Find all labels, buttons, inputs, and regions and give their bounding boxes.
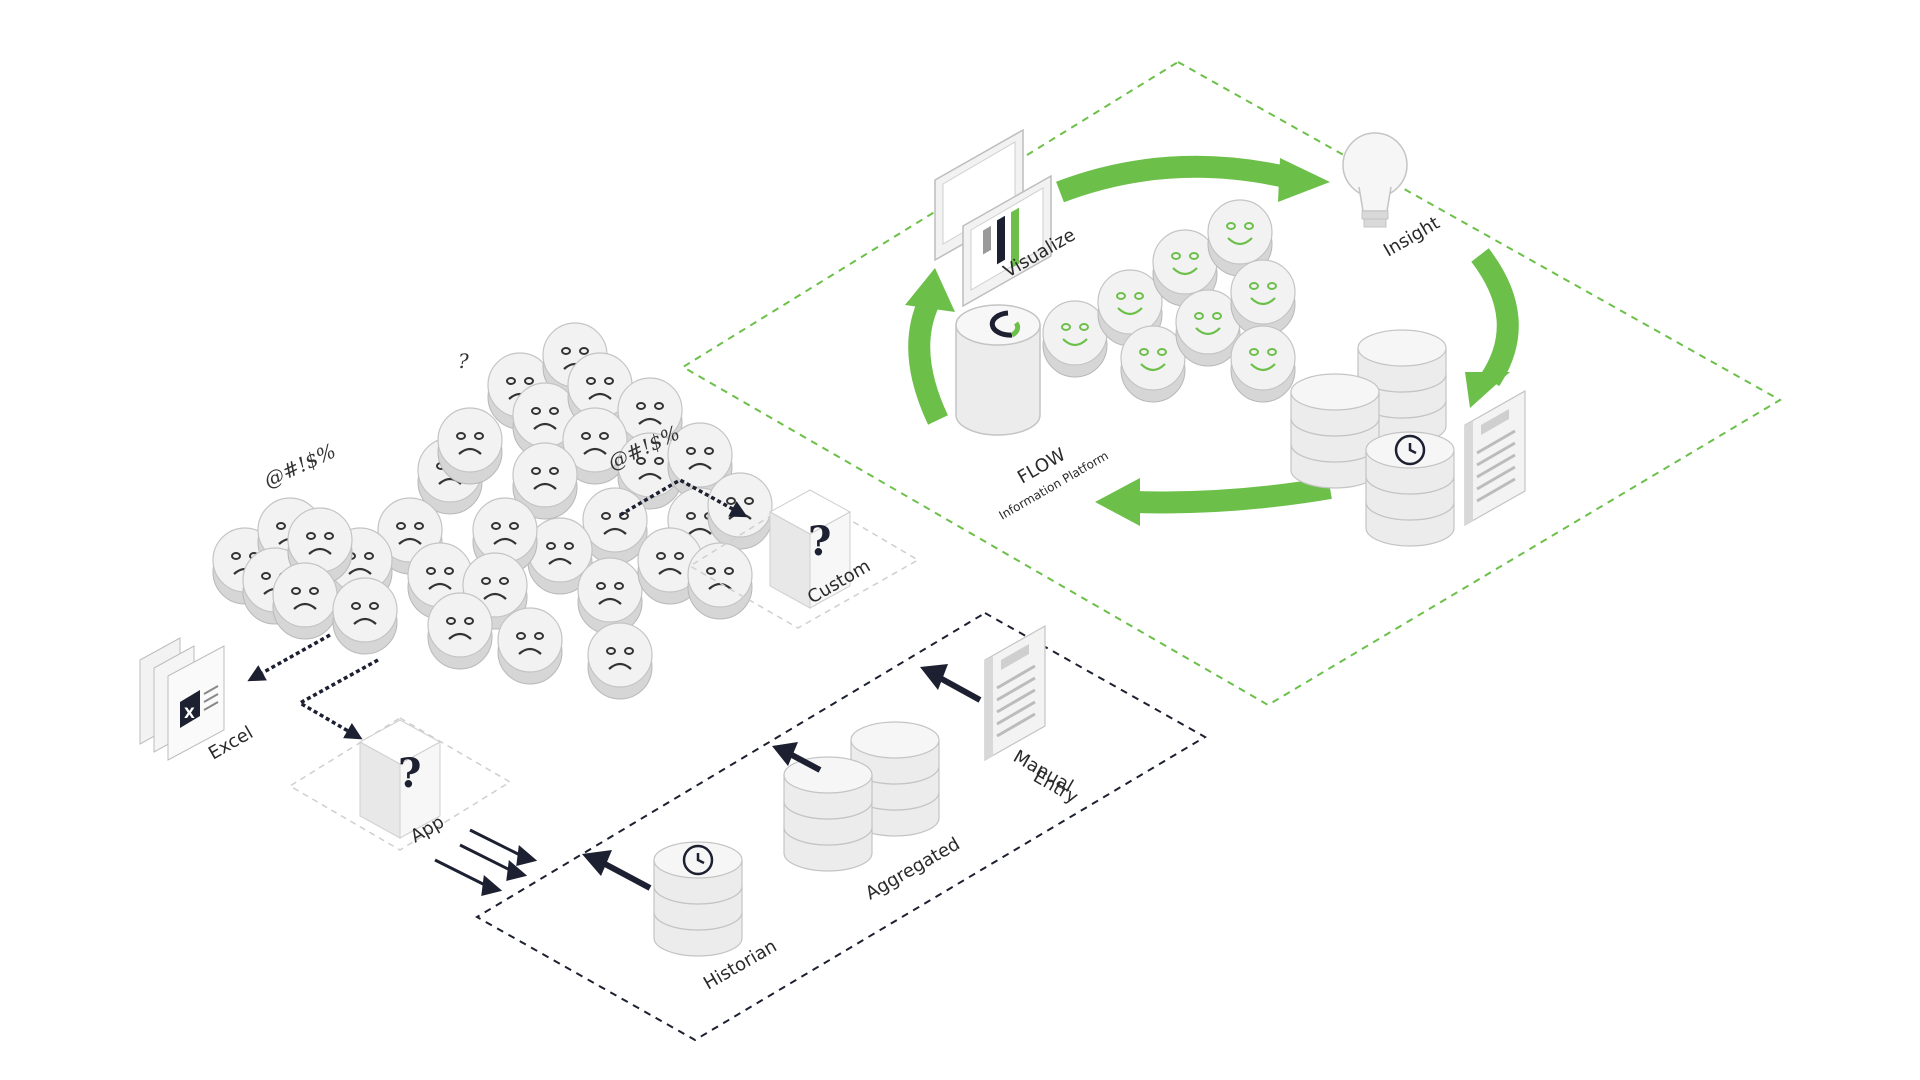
insight-label: Insight xyxy=(1380,213,1443,262)
happy-face-icon xyxy=(1121,326,1185,402)
sad-faces-cluster xyxy=(213,323,772,699)
data-sources-region xyxy=(475,611,1207,1042)
happy-face-icon xyxy=(1176,290,1240,366)
database-stack-icon xyxy=(1291,330,1454,546)
sad-face-icon xyxy=(588,623,652,699)
happy-faces-cluster xyxy=(1043,200,1295,402)
app-region xyxy=(288,717,512,851)
happy-face-icon xyxy=(1231,260,1295,336)
happy-face-icon xyxy=(1231,326,1295,402)
aggregated-database-icon xyxy=(784,722,939,871)
aggregated-label: Aggregated xyxy=(862,834,964,905)
sad-face-icon xyxy=(428,593,492,669)
sad-face-icon xyxy=(578,558,642,634)
sad-face-icon xyxy=(583,488,647,564)
manual-entry-document-icon xyxy=(983,624,1047,762)
cycle-arrows xyxy=(905,155,1519,526)
svg-text:X: X xyxy=(184,706,195,722)
historian-database-icon xyxy=(654,842,742,956)
manual-entry-arrow xyxy=(920,664,982,703)
question-mark-label: ? xyxy=(458,349,469,373)
happy-face-icon xyxy=(1043,301,1107,377)
sad-face-icon xyxy=(438,408,502,484)
sad-face-icon xyxy=(333,578,397,654)
dotted-arrows xyxy=(247,477,748,740)
sad-face-icon xyxy=(273,563,337,639)
document-icon xyxy=(1463,389,1527,527)
curse-left-label: @#!$% xyxy=(260,438,340,492)
sad-face-icon xyxy=(688,543,752,619)
lightbulb-icon xyxy=(1342,132,1408,228)
sad-face-icon xyxy=(498,608,562,684)
excel-file-icon: X xyxy=(139,637,225,761)
app-box-symbol: ? xyxy=(398,750,421,797)
historian-arrow xyxy=(582,850,652,891)
app-to-sources-arrows xyxy=(434,828,538,896)
aggregated-arrow xyxy=(772,742,822,773)
flow-platform-region xyxy=(681,60,1782,707)
sad-face-icon xyxy=(708,473,772,549)
visualize-icon xyxy=(934,128,1052,308)
custom-box-symbol: ? xyxy=(808,518,831,565)
flow-cylinder-icon xyxy=(955,304,1041,436)
custom-region xyxy=(688,493,920,629)
